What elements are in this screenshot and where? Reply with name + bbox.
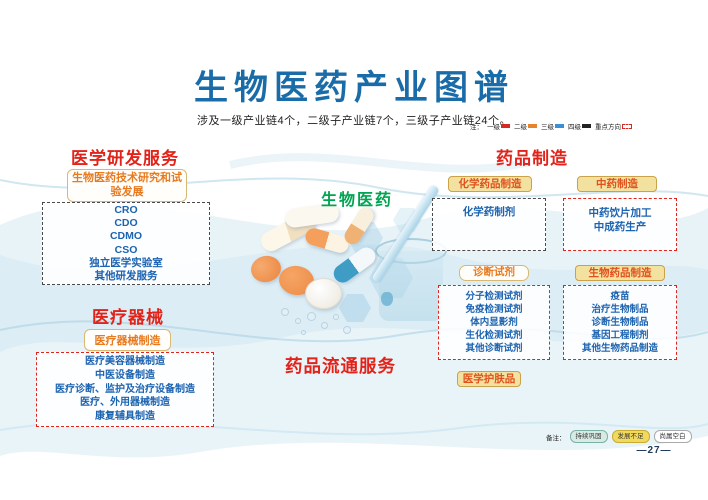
device-item: 医疗美容器械制造 (85, 356, 165, 367)
tcm-items-box: 中药饮片加工 中成药生产 (563, 198, 677, 251)
hexagon-shape (339, 294, 371, 322)
tcm-item: 中药饮片加工 (588, 207, 652, 219)
label-biological-drug-mfg: 生物药品制造 (575, 265, 665, 281)
legend-prefix: 注： (470, 124, 483, 131)
diag-item: 分子检测试剂 (465, 291, 523, 302)
label-diagnostic-reagents: 诊断试剂 (459, 265, 529, 281)
bio-item: 治疗生物制品 (591, 304, 649, 315)
rnd-item: CDO (114, 217, 138, 230)
bubble (343, 326, 351, 334)
chem-items-box: 化学药制剂 (432, 198, 546, 251)
bio-item: 其他生物药品制造 (581, 343, 658, 354)
legend-level4: 四级 (568, 121, 591, 131)
page-number: —27— (636, 445, 672, 456)
section-title-medical-devices: 医疗器械 (92, 308, 164, 327)
level2-swatch (528, 124, 537, 128)
legend-level1: 一级 (487, 121, 510, 131)
tcm-item: 中成药生产 (593, 221, 647, 233)
status-pill-consolidate: 持续巩固 (569, 430, 608, 444)
bubble (301, 330, 306, 335)
legend-level3: 三级 (541, 121, 564, 131)
pills-photo (243, 184, 453, 361)
chem-item: 化学药制剂 (462, 206, 516, 218)
rnd-item: CSO (114, 243, 138, 256)
rnd-item: 其他研发服务 (94, 269, 158, 282)
rnd-item: CDMO (109, 230, 143, 243)
status-pill-underdeveloped: 发展不足 (611, 430, 650, 444)
section-title-drug-circulation: 药品流通服务 (285, 356, 396, 376)
bio-item: 诊断生物制品 (591, 317, 649, 328)
bubble (281, 308, 289, 316)
rnd-items-box: CRO CDO CDMO CSO 独立医学实验室 其他研发服务 (42, 202, 210, 285)
legend-key-direction: 重点方向 (595, 121, 632, 131)
rnd-item: CRO (114, 203, 138, 216)
label-device-manufacturing: 医疗器械制造 (84, 329, 171, 351)
devices-items-box: 医疗美容器械制造 中医设备制造 医疗诊断、监护及治疗设备制造 医疗、外用器械制造… (36, 352, 214, 427)
bubble (295, 318, 301, 324)
bio-item: 基因工程制剂 (591, 330, 649, 341)
biological-items-box: 疫苗 治疗生物制品 诊断生物制品 基因工程制剂 其他生物药品制造 (563, 285, 677, 360)
page-title: 生物医药产业图谱 (194, 69, 514, 107)
legend-level2: 二级 (514, 121, 537, 131)
label-medical-skincare: 医学护肤品 (457, 371, 521, 387)
page-subtitle: 涉及一级产业链4个，二级子产业链7个，三级子产业链24个。 (197, 115, 511, 127)
status-pill-blank: 尚属空白 (653, 430, 692, 444)
diag-item: 生化检测试剂 (465, 330, 523, 341)
diag-item: 免疫检测试剂 (465, 304, 523, 315)
level1-swatch (501, 124, 510, 128)
section-title-rnd-services: 医学研发服务 (71, 149, 179, 168)
section-title-drug-manufacturing: 药品制造 (496, 149, 568, 168)
bio-item: 疫苗 (610, 291, 630, 302)
level3-swatch (555, 124, 564, 128)
status-legend-prefix: 备注： (546, 434, 566, 442)
diag-item: 体内显影剂 (470, 317, 518, 328)
level4-swatch (582, 124, 591, 128)
liquid-drop (381, 292, 393, 306)
diagnostic-items-box: 分子检测试剂 免疫检测试剂 体内显影剂 生化检测试剂 其他诊断试剂 (438, 285, 550, 360)
key-direction-swatch (622, 123, 632, 129)
bubble (321, 322, 328, 329)
rnd-item: 独立医学实验室 (89, 256, 163, 269)
label-chemical-drug-mfg: 化学药品制造 (448, 176, 532, 192)
device-item: 医疗诊断、监护及治疗设备制造 (55, 383, 195, 395)
status-legend: 备注： 持续巩固 发展不足 尚属空白 (546, 430, 692, 444)
bubble (307, 312, 316, 321)
device-item: 康复辅具制造 (95, 411, 155, 423)
capsule-orange-white (303, 226, 351, 255)
diag-item: 其他诊断试剂 (465, 343, 523, 354)
label-tcm-mfg: 中药制造 (577, 176, 657, 192)
label-biotech-research: 生物医药技术研究和试验发展 (67, 169, 187, 202)
device-item: 医疗、外用器械制造 (80, 397, 170, 409)
bubble (333, 314, 339, 320)
root-node-biopharma: 生物医药 (321, 192, 394, 209)
device-item: 中医设备制造 (95, 369, 155, 381)
tablet-white (305, 278, 342, 309)
level-legend: 注： 一级 二级 三级 四级 重点方向 (470, 121, 650, 131)
